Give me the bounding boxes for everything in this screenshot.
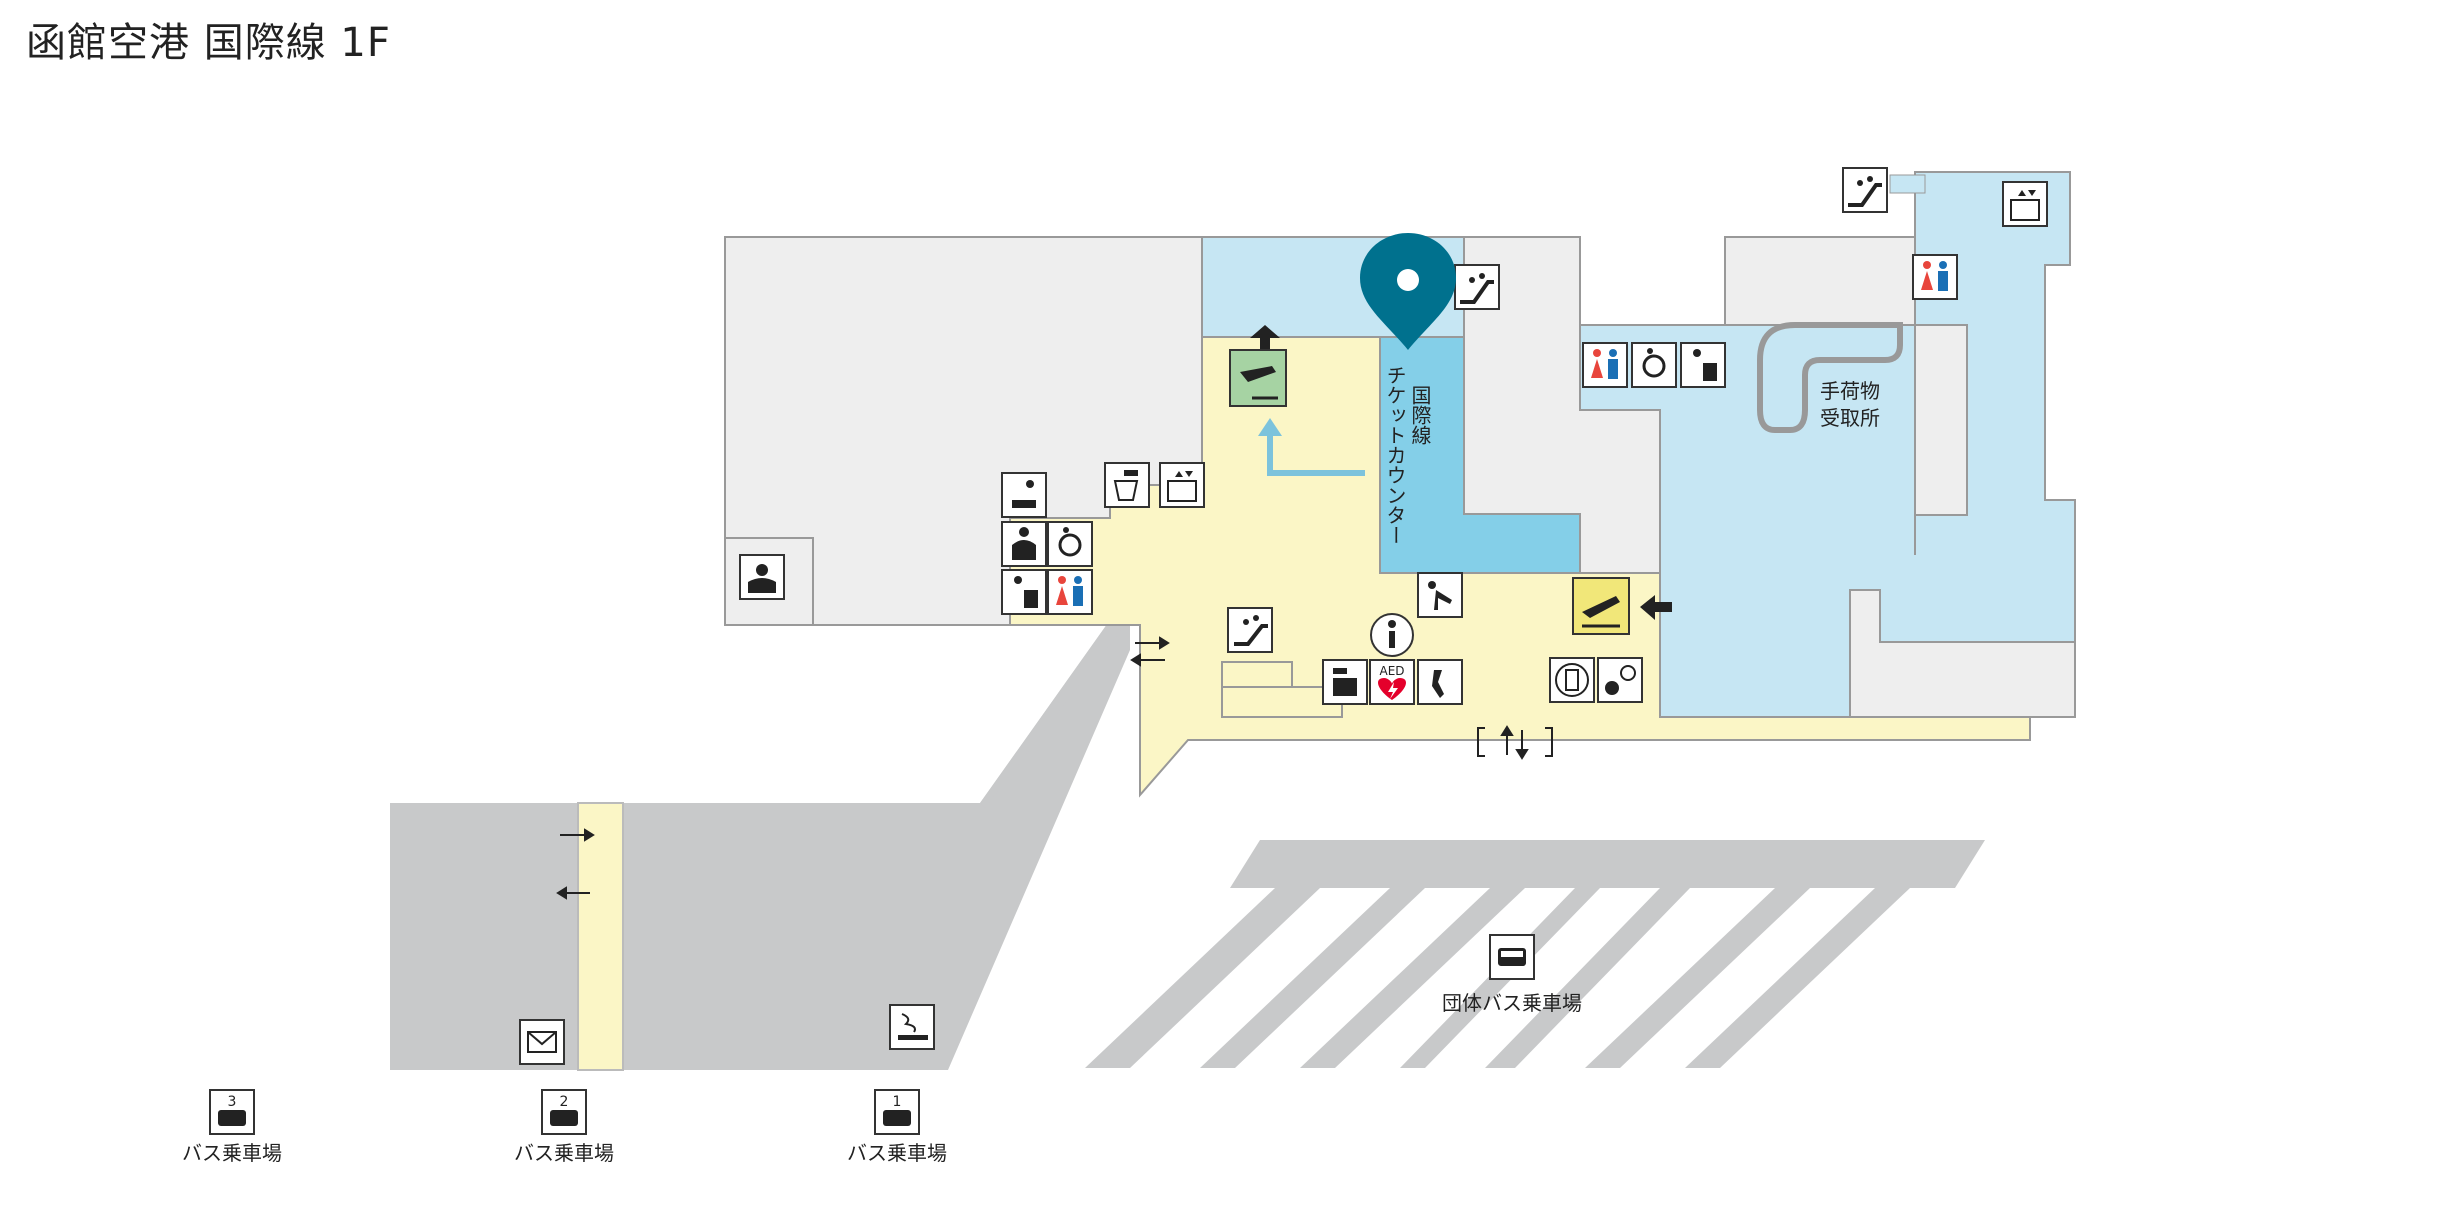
multipurpose-toilet-icon: [1001, 569, 1047, 615]
mailbox-icon: [519, 1019, 565, 1065]
walkway-strip: [577, 802, 624, 1071]
outdoor-walkway-edge: [980, 620, 1130, 808]
wheelchair-icon: [1631, 342, 1677, 388]
bus-stop-number: 1: [893, 1094, 902, 1110]
bus-stop-1: 1 バス乗車場: [847, 1089, 947, 1165]
airplane-arrival-icon: [1572, 577, 1630, 635]
information-icon[interactable]: [1370, 613, 1414, 657]
multipurpose-toilet-icon: [1680, 342, 1726, 388]
ticket-counter-label-1: 国際線: [1408, 385, 1432, 445]
map-pin-icon[interactable]: [1360, 233, 1456, 350]
bus-stop-label: バス乗車場: [847, 1141, 947, 1165]
entrance-door-icon: [1130, 636, 1170, 667]
outdoor-walkway: [390, 620, 1130, 1070]
bus-stop-3: 3 バス乗車場: [182, 1089, 282, 1165]
baby-care-icon: [1417, 572, 1463, 618]
bus-icon: [1489, 934, 1535, 980]
direction-arrow: [1250, 325, 1280, 350]
wheelchair-icon: [1047, 521, 1093, 567]
aed-label: AED: [1379, 664, 1404, 678]
entrance-door-icon: [1477, 725, 1553, 760]
bus-icon: [550, 1110, 578, 1126]
elevator-icon[interactable]: [1159, 462, 1205, 508]
bus-stop-number: 3: [228, 1094, 237, 1110]
bus-icon: [218, 1110, 246, 1126]
restroom-icon: [1912, 254, 1958, 300]
bus-stop-label: バス乗車場: [514, 1141, 614, 1165]
bus-icon: [883, 1110, 911, 1126]
currency-exchange-icon: [1597, 657, 1643, 703]
closed-area-southeast: [1849, 589, 2076, 718]
escalator-icon[interactable]: [1842, 167, 1888, 213]
baggage-claim-label-2: 受取所: [1820, 406, 1880, 430]
restroom-icon: [1582, 342, 1628, 388]
telephone-icon[interactable]: [1417, 659, 1463, 705]
bus-stop-number: 2: [560, 1094, 569, 1110]
smoking-area-icon: [889, 1004, 935, 1050]
bus-stop-2: 2 バス乗車場: [514, 1089, 614, 1165]
direction-arrow-arrivals: [1640, 595, 1672, 620]
ticket-machine-icon: [1322, 659, 1368, 705]
nursing-room-icon: [1001, 521, 1047, 567]
bus-stop-label: バス乗車場: [182, 1141, 282, 1165]
baggage-carousel: [1757, 322, 1903, 433]
airplane-departure-icon: [1229, 349, 1287, 407]
closed-area-east: [1914, 324, 1968, 516]
water-fountain-icon: [1104, 462, 1150, 508]
closed-area-north: [1724, 236, 1916, 326]
escalator-bridge: [1889, 174, 1926, 194]
escalator-icon[interactable]: [1454, 264, 1500, 310]
restroom-icon: [1047, 569, 1093, 615]
smartphone-charging-icon: [1549, 657, 1595, 703]
aed-icon: AED: [1369, 659, 1415, 705]
group-bus-label: 団体バス乗車場: [1442, 991, 1582, 1015]
entrance-door-icon: [556, 828, 595, 900]
page-title: 函館空港 国際線 1F: [26, 20, 391, 66]
elevator-icon[interactable]: [2002, 181, 2048, 227]
escalator-icon[interactable]: [1227, 607, 1273, 653]
baggage-claim-label-1: 手荷物: [1820, 379, 1880, 403]
baby-care-icon: [1001, 472, 1047, 518]
security-guard-icon: [739, 554, 785, 600]
route-arrow: [1267, 430, 1365, 476]
ticket-counter-label-2: チケットカウンター: [1383, 365, 1407, 545]
